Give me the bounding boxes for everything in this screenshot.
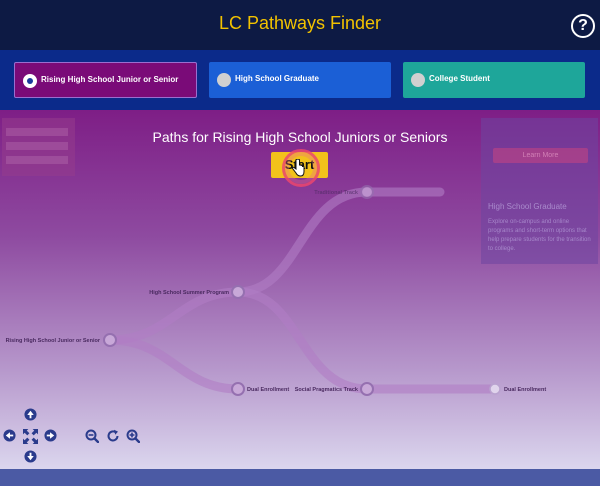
node-dual-enrollment-1[interactable]: Dual Enrollment [231,382,289,396]
radio-icon [217,73,231,87]
pathway-map: Rising High School Junior or Senior High… [6,185,546,396]
learn-more-button: Learn More [493,148,588,163]
side-panel-description: Explore on-campus and online programs an… [488,219,591,252]
faded-info-panel [2,118,75,176]
node-summer-program[interactable]: High School Summer Program [149,285,245,299]
reset-view-icon[interactable] [106,429,120,443]
help-button[interactable]: ? [571,14,595,38]
tab-high-school-graduate[interactable]: High School Graduate [209,62,391,98]
path-link [105,335,243,394]
zoom-in-icon[interactable] [126,429,140,443]
radio-selected-icon [23,74,37,88]
pan-left-icon[interactable] [3,429,16,442]
svg-text:High School Summer Program: High School Summer Program [149,290,229,296]
svg-text:Traditional Track: Traditional Track [314,190,359,196]
tab-college-student[interactable]: College Student [403,62,585,98]
node-dual-enrollment-2[interactable]: Dual Enrollment [489,383,546,395]
faded-side-panel: Learn More High School Graduate Explore … [481,118,598,264]
svg-text:Social Pragmatics Track: Social Pragmatics Track [295,387,359,393]
path-link [233,187,372,297]
tab-label: College Student [429,74,490,83]
pan-up-icon[interactable] [24,408,37,421]
fit-to-screen-icon[interactable] [23,429,38,444]
audience-tab-bar: Rising High School Junior or Senior High… [0,50,600,110]
tab-label: High School Graduate [235,74,320,83]
svg-text:Dual Enrollment: Dual Enrollment [247,387,289,393]
paths-heading: Paths for Rising High School Juniors or … [152,129,448,145]
footer-bar [0,469,600,486]
start-button[interactable]: Start [271,152,328,178]
pan-right-icon[interactable] [44,429,57,442]
pathway-canvas[interactable]: Learn More High School Graduate Explore … [0,110,600,469]
node-root[interactable]: Rising High School Junior or Senior [6,333,117,347]
tab-rising-junior-senior[interactable]: Rising High School Junior or Senior [14,62,197,98]
app-title: LC Pathways Finder [218,13,382,33]
tab-label: Rising High School Junior or Senior [41,75,179,84]
path-link [105,287,243,345]
node-social-pragmatics-track[interactable]: Social Pragmatics Track [295,382,374,396]
radio-icon [411,73,425,87]
svg-text:Rising High School Junior or S: Rising High School Junior or Senior [6,338,101,344]
side-panel-title: High School Graduate [488,202,567,211]
path-link [233,287,372,394]
node-traditional-track[interactable]: Traditional Track [314,185,374,199]
svg-text:Dual Enrollment: Dual Enrollment [504,387,546,393]
pan-down-icon[interactable] [24,450,37,463]
header: LC Pathways Finder ? [0,0,600,50]
zoom-out-icon[interactable] [85,429,99,443]
